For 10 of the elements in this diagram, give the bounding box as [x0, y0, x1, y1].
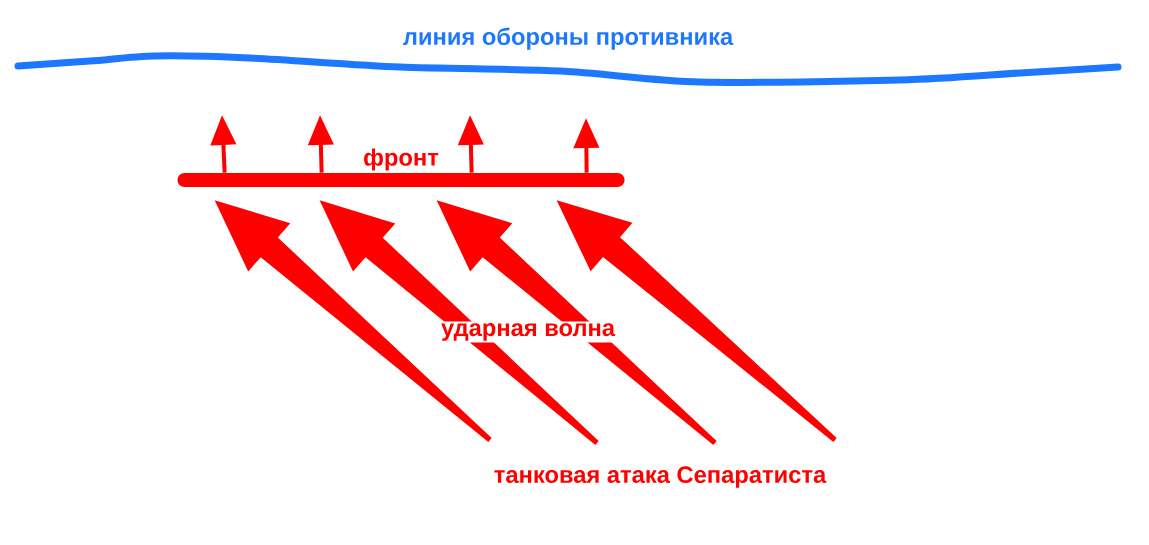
arrow	[319, 200, 599, 445]
arrow	[436, 200, 717, 445]
caption-label: танковая атака Сепаратиста	[492, 464, 828, 490]
caption-label: ударная волна	[439, 321, 617, 343]
front-bar: фронт	[177, 148, 625, 187]
defense-line	[14, 52, 1122, 86]
arrow	[556, 200, 837, 442]
arrow	[214, 200, 492, 442]
line-label: линия обороны противника	[403, 27, 734, 50]
node-label: фронт	[364, 148, 439, 171]
